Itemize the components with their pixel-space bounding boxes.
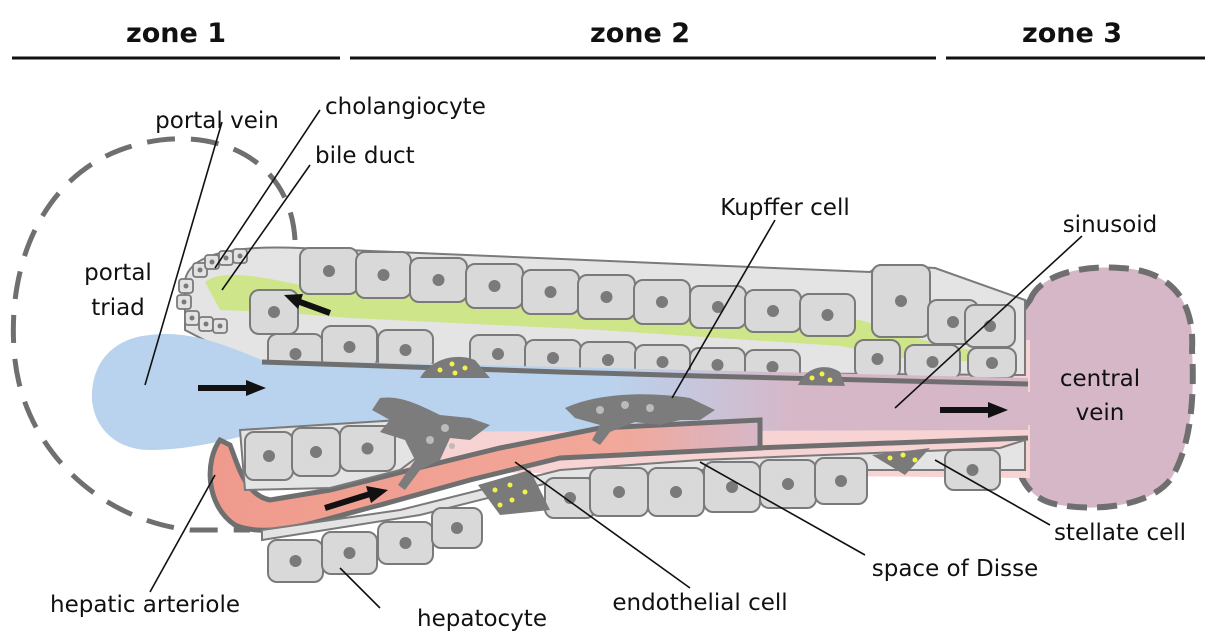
label-central: central bbox=[1060, 366, 1140, 392]
label-vein: vein bbox=[1076, 400, 1125, 426]
hepatocyte-nucleus bbox=[344, 341, 356, 353]
label-stellate-cell: stellate cell bbox=[1054, 520, 1186, 546]
label-kupffer-cell: Kupffer cell bbox=[720, 195, 849, 221]
hepatocyte-nucleus bbox=[268, 306, 280, 318]
cholangiocyte-nucleus bbox=[198, 268, 203, 273]
cholangiocyte-nucleus bbox=[238, 254, 243, 259]
cholangiocyte-nucleus bbox=[224, 256, 229, 261]
hepatocyte-nucleus bbox=[602, 354, 614, 366]
label-sinusoid: sinusoid bbox=[1063, 212, 1158, 238]
label-hepatic-arteriole: hepatic arteriole bbox=[50, 592, 240, 618]
hepatocyte-nucleus bbox=[400, 537, 412, 549]
cholangiocyte-nucleus bbox=[218, 324, 223, 329]
cholangiocyte-nucleus bbox=[182, 300, 187, 305]
zone-3-label: zone 3 bbox=[1022, 18, 1122, 49]
hepatocyte-nucleus bbox=[670, 486, 682, 498]
label-hepatocyte: hepatocyte bbox=[417, 606, 547, 632]
label-cholangiocyte: cholangiocyte bbox=[325, 94, 486, 120]
hepatocyte-nucleus bbox=[984, 320, 996, 332]
hepatocyte-nucleus bbox=[601, 291, 613, 303]
label-bile-duct: bile duct bbox=[315, 143, 415, 169]
hepatocyte-nucleus bbox=[835, 475, 847, 487]
hepatocyte-nucleus bbox=[657, 356, 669, 368]
hepatocyte-nucleus bbox=[947, 316, 959, 328]
hepatocyte-nucleus bbox=[895, 295, 907, 307]
hepatocyte-nucleus bbox=[872, 353, 884, 365]
hepatocyte-nucleus bbox=[986, 357, 998, 369]
hepatocyte-nucleus bbox=[362, 443, 374, 455]
label-endothelial-cell: endothelial cell bbox=[612, 590, 787, 616]
label-portal: portal bbox=[84, 260, 152, 286]
label-triad: triad bbox=[91, 295, 145, 321]
hepatocyte-nucleus bbox=[378, 269, 390, 281]
hepatocyte-nucleus bbox=[290, 555, 302, 567]
cholangiocyte-nucleus bbox=[210, 260, 215, 265]
hepatocyte-nucleus bbox=[547, 352, 559, 364]
hepatocyte-nucleus bbox=[712, 359, 724, 371]
hepatocyte-nucleus bbox=[656, 296, 668, 308]
label-space-of-disse: space of Disse bbox=[872, 556, 1038, 582]
hepatocyte-nucleus bbox=[613, 486, 625, 498]
label-portal-vein: portal vein bbox=[155, 108, 279, 134]
hepatocyte-nucleus bbox=[263, 450, 275, 462]
hepatocyte-nucleus bbox=[767, 305, 779, 317]
hepatocyte-nucleus bbox=[545, 286, 557, 298]
cholangiocyte-nucleus bbox=[204, 322, 209, 327]
hepatocyte-nucleus bbox=[767, 361, 779, 373]
hepatocyte-nucleus bbox=[400, 344, 412, 356]
hepatocyte-nucleus bbox=[782, 478, 794, 490]
hepatocyte-nucleus bbox=[967, 464, 979, 476]
hepatocyte-nucleus bbox=[290, 348, 302, 360]
hepatocyte-nucleus bbox=[323, 265, 335, 277]
zone-2-label: zone 2 bbox=[590, 18, 690, 49]
hepatocyte-nucleus bbox=[451, 522, 463, 534]
hepatocyte-nucleus bbox=[822, 309, 834, 321]
cholangiocyte-nucleus bbox=[190, 316, 195, 321]
hepatocyte-nucleus bbox=[433, 274, 445, 286]
zone-1-label: zone 1 bbox=[126, 18, 226, 49]
hepatocyte-nucleus bbox=[492, 348, 504, 360]
hepatocyte-nucleus bbox=[927, 356, 939, 368]
hepatocyte-nucleus bbox=[344, 547, 356, 559]
cholangiocyte-nucleus bbox=[184, 284, 189, 289]
hepatocyte-nucleus bbox=[489, 280, 501, 292]
hepatocyte-nucleus bbox=[310, 446, 322, 458]
